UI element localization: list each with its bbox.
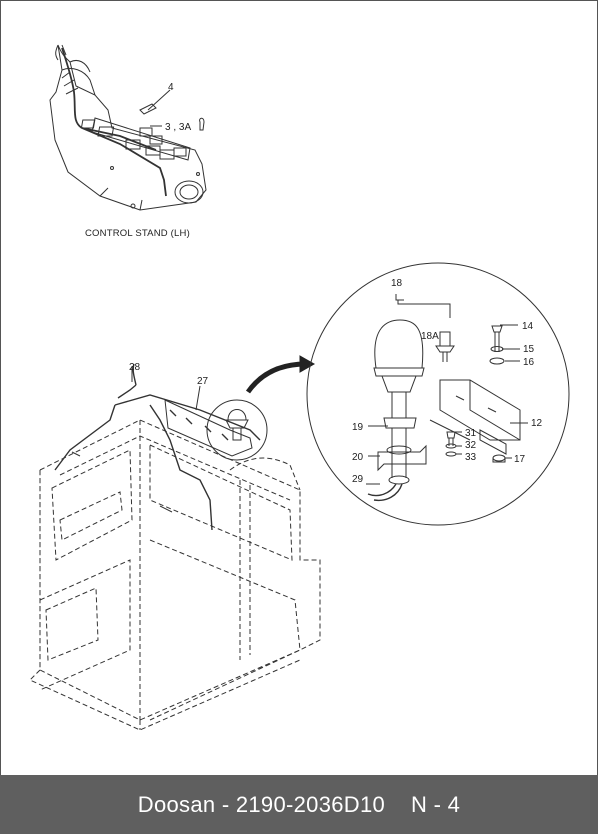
footer-bar: Doosan - 2190-2036D10 N - 4	[0, 775, 598, 834]
callout-28: 28	[129, 362, 141, 373]
parts-diagram: 4 3 , 3A CONTROL STAND (LH) 28 27 18 18A…	[29, 44, 570, 731]
detail-arrowhead	[299, 355, 316, 373]
callout-3-3a: 3 , 3A	[165, 122, 191, 133]
callout-12: 12	[531, 418, 543, 429]
footer-part-number: - 2190-2036D10	[221, 791, 386, 817]
control-stand-caption: CONTROL STAND (LH)	[85, 228, 190, 239]
callout-27: 27	[197, 376, 209, 387]
detail-arrow	[245, 361, 307, 394]
cab-harness	[54, 363, 261, 531]
footer-page: N - 4	[411, 791, 461, 817]
detail-circle	[306, 262, 570, 526]
cab-outline	[29, 419, 321, 731]
callout-18: 18	[391, 278, 403, 289]
callout-31: 31	[465, 428, 477, 439]
callout-15: 15	[523, 344, 535, 355]
callout-16: 16	[523, 357, 535, 368]
callout-32: 32	[465, 440, 477, 451]
callout-20: 20	[352, 452, 364, 463]
callout-29: 29	[352, 474, 364, 485]
control-stand-drawing	[49, 44, 207, 211]
leader-27	[195, 385, 201, 411]
callout-18a: 18A	[421, 331, 439, 342]
leader-4	[147, 89, 171, 111]
callout-17: 17	[514, 454, 526, 465]
callout-19: 19	[352, 422, 364, 433]
footer-brand: Doosan	[137, 791, 216, 817]
callout-14: 14	[522, 321, 534, 332]
beacon-small	[206, 399, 268, 461]
callout-33: 33	[465, 452, 477, 463]
callout-4: 4	[168, 82, 174, 93]
